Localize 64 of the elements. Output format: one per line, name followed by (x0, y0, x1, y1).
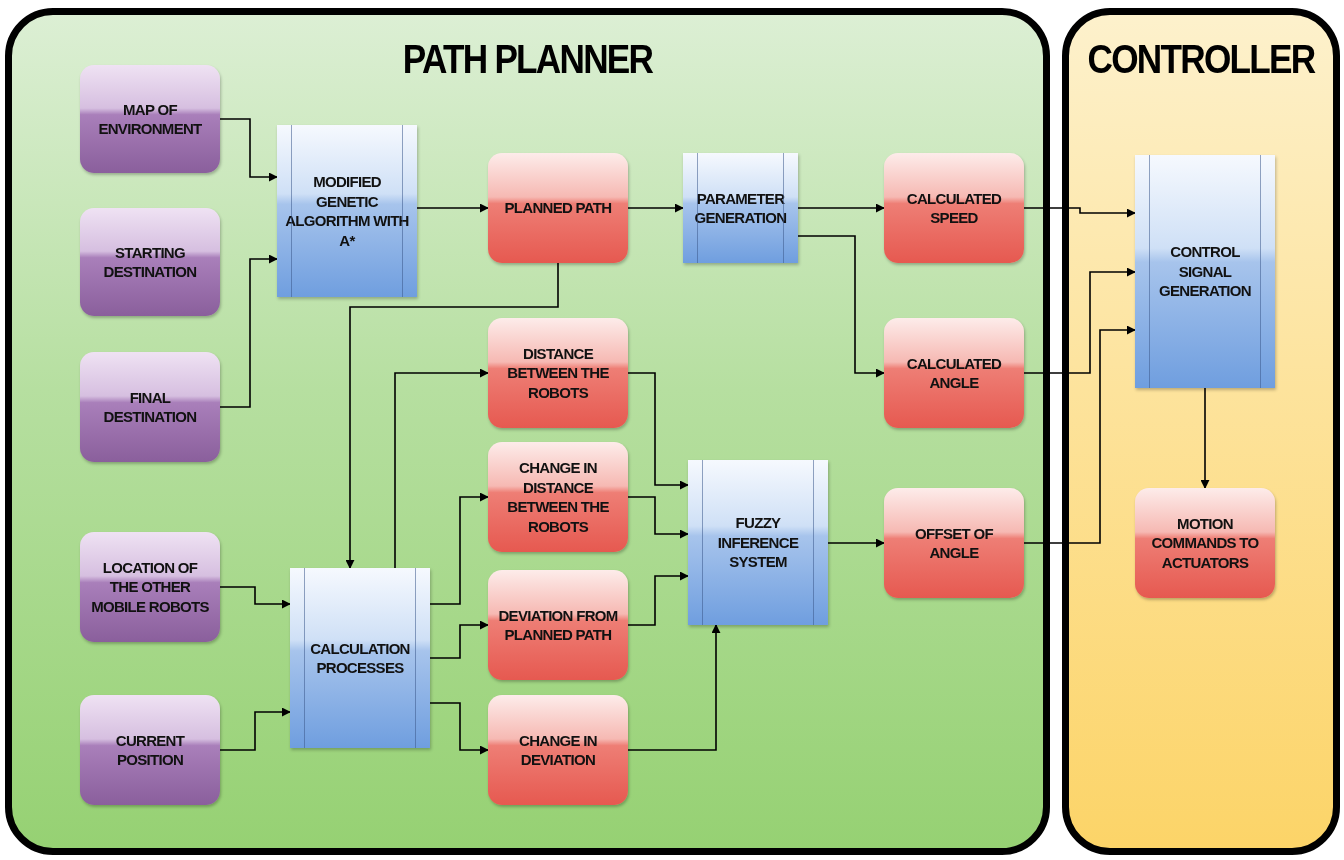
box-label: CHANGE IN DEVIATION (518, 730, 598, 770)
process-box (683, 153, 798, 263)
data-box (488, 695, 628, 805)
arrow (219, 254, 278, 408)
arrow (219, 707, 291, 751)
panel-title: CONTROLLER (1086, 37, 1316, 82)
arrow (219, 586, 291, 609)
box-label: MOTION COMMANDS TO ACTUATORS (1150, 513, 1260, 573)
arrow (429, 702, 489, 755)
data-box (884, 488, 1024, 598)
arrow (797, 235, 885, 378)
input-box (80, 695, 220, 805)
input-box (80, 352, 220, 462)
box-label: FINAL DESTINATION (102, 387, 198, 427)
arrow (1200, 387, 1210, 489)
group-panel (5, 8, 1050, 855)
process-box (277, 125, 417, 297)
group-panel (1062, 8, 1340, 855)
box-label: MAP OF ENVIRONMENT (97, 99, 203, 139)
box-label: CALCULATED ANGLE (905, 353, 1003, 393)
data-box (488, 318, 628, 428)
arrow (1023, 267, 1136, 374)
arrow (416, 203, 489, 213)
input-box (80, 208, 220, 316)
arrow (429, 620, 489, 659)
box-label: CHANGE IN DISTANCE BETWEEN THE ROBOTS (506, 458, 610, 536)
arrow (627, 203, 684, 213)
process-box (688, 460, 828, 625)
arrow (1023, 207, 1136, 218)
process-box (1135, 155, 1275, 388)
box-label: CONTROL SIGNAL GENERATION (1158, 242, 1252, 301)
data-box (1135, 488, 1275, 598)
box-label: DEVIATION FROM PLANNED PATH (497, 605, 619, 645)
data-box (884, 153, 1024, 263)
arrow (1023, 325, 1136, 544)
box-label: MODIFIED GENETIC ALGORITHM WITH A* (285, 172, 409, 250)
arrow (394, 368, 489, 569)
arrow (627, 624, 721, 751)
data-box (884, 318, 1024, 428)
box-label: CALCULATION PROCESSES (309, 638, 411, 678)
arrow (429, 492, 489, 605)
arrow (627, 496, 689, 539)
input-box (80, 65, 220, 173)
box-label: OFFSET OF ANGLE (914, 523, 994, 563)
process-box (290, 568, 430, 748)
arrow (827, 538, 885, 548)
arrow (345, 262, 559, 569)
box-label: FUZZY INFERENCE SYSTEM (716, 513, 800, 572)
arrow (797, 203, 885, 213)
data-box (488, 153, 628, 263)
box-label: CALCULATED SPEED (905, 188, 1003, 228)
box-label: DISTANCE BETWEEN THE ROBOTS (506, 343, 610, 403)
box-label: LOCATION OF THE OTHER MOBILE ROBOTS (90, 557, 210, 617)
box-label: PARAMETER GENERATION (693, 188, 788, 228)
box-label: PLANNED PATH (504, 198, 612, 218)
arrow (627, 372, 689, 490)
panel-title: PATH PLANNER (401, 37, 654, 82)
arrow (219, 118, 278, 182)
data-box (488, 442, 628, 552)
box-label: STARTING DESTINATION (102, 242, 198, 282)
data-box (488, 570, 628, 680)
arrow (627, 571, 689, 626)
box-label: CURRENT POSITION (114, 730, 186, 770)
input-box (80, 532, 220, 642)
